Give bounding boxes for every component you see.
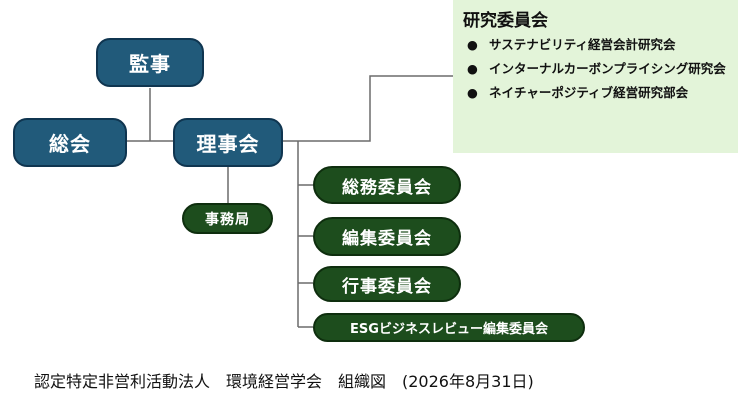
committee-esg-label: ESGビジネスレビュー編集委員会 <box>350 322 548 337</box>
research-group-label: サステナビリティ経営会計研究会 <box>489 37 676 52</box>
kanji-node: 監事 <box>96 38 204 87</box>
committee-gyoji: 行事委員会 <box>313 266 461 302</box>
committee-henshu: 編集委員会 <box>313 217 461 256</box>
research-group-list: ● サステナビリティ経営会計研究会 ● インターナルカーボンプライシング研究会 … <box>461 37 730 101</box>
kanji-label: 監事 <box>129 52 171 76</box>
sokai-label: 総会 <box>49 132 91 156</box>
research-group-label: ネイチャーポジティブ経営研究部会 <box>489 85 689 100</box>
research-committee-panel: 研究委員会 ● サステナビリティ経営会計研究会 ● インターナルカーボンプライシ… <box>453 0 738 153</box>
research-group-item: ● インターナルカーボンプライシング研究会 <box>461 61 730 77</box>
research-committee-title: 研究委員会 <box>463 11 548 31</box>
research-group-item: ● サステナビリティ経営会計研究会 <box>461 37 730 53</box>
org-chart-caption: 認定特定非営利活動法人 環境経営学会 組織図 (2026年8月31日) <box>34 372 534 391</box>
jimukyoku-label: 事務局 <box>205 211 250 228</box>
committee-esg: ESGビジネスレビュー編集委員会 <box>313 313 585 342</box>
committee-henshu-label: 編集委員会 <box>342 229 432 249</box>
connector-research <box>298 75 453 142</box>
jimukyoku-node: 事務局 <box>182 203 273 234</box>
research-group-label: インターナルカーボンプライシング研究会 <box>489 61 726 76</box>
bullet-icon: ● <box>467 37 478 52</box>
rijikai-label: 理事会 <box>196 132 260 156</box>
rijikai-node: 理事会 <box>173 118 283 167</box>
bullet-icon: ● <box>467 61 478 76</box>
committee-somu-label: 総務委員会 <box>342 177 432 198</box>
committee-somu: 総務委員会 <box>313 166 461 204</box>
committee-gyoji-label: 行事委員会 <box>342 276 432 297</box>
research-group-item: ● ネイチャーポジティブ経営研究部会 <box>461 85 730 101</box>
bullet-icon: ● <box>467 85 478 100</box>
sokai-node: 総会 <box>13 118 127 167</box>
